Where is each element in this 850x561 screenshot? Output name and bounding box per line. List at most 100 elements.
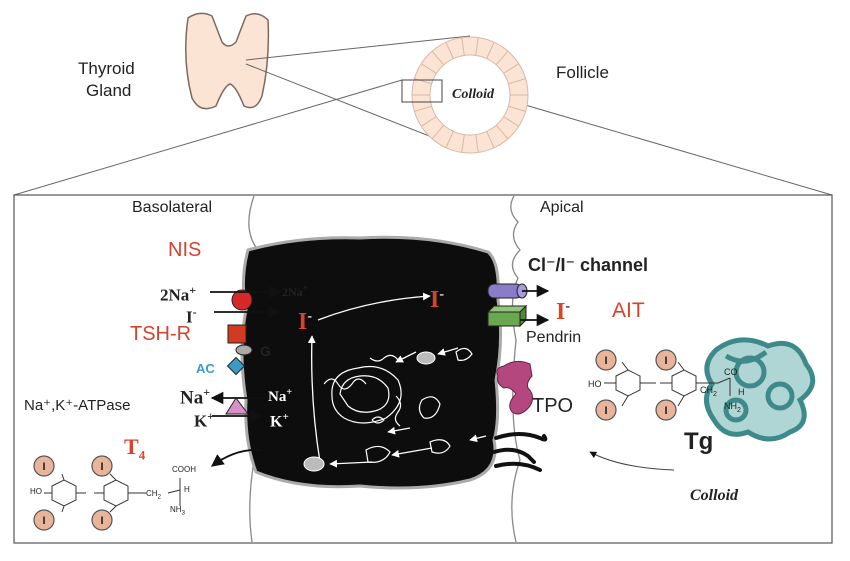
iodide-out-text: I <box>556 299 566 325</box>
k-right-charge: + <box>282 411 289 423</box>
iodine-atom-circle <box>595 399 617 421</box>
thyrocyte-cell <box>240 235 503 490</box>
k-left-text: K <box>194 411 208 431</box>
pendrin-transporter <box>486 304 528 328</box>
tg-co-label: CO <box>724 367 738 377</box>
na-in-charge: + <box>189 283 197 297</box>
apical-label: Apical <box>540 199 584 216</box>
follicle-label: Follicle <box>556 63 609 82</box>
vesicle-arrow-4 <box>395 351 417 363</box>
cl-i-channel <box>487 283 528 299</box>
zoom-box <box>401 79 443 103</box>
follicle-cell-divider <box>486 42 495 59</box>
nis-symporter <box>231 289 253 311</box>
follicle-cell-divider <box>445 131 454 148</box>
follicle-cell-divider <box>414 105 432 112</box>
t4-ch2-text: CH <box>146 489 158 498</box>
iodide-apical-charge: - <box>439 287 445 302</box>
secretory-vesicle-1 <box>416 351 436 365</box>
iodine-atom-label: I <box>604 405 607 417</box>
vesicle-arrow-1 <box>329 459 373 468</box>
iodide-out-label: I- <box>556 299 570 325</box>
basolateral-label: Basolateral <box>132 199 213 216</box>
na-right-text: Na <box>268 389 287 405</box>
vesicle-return-arrow <box>307 335 321 463</box>
follicle-cell-divider <box>475 37 479 56</box>
na-in-label: 2Na+ <box>160 284 196 304</box>
channel-label: Cl⁻/I⁻ channel <box>528 255 649 275</box>
follicle-cell-divider <box>475 134 479 153</box>
na-out-text: 2Na <box>282 285 303 299</box>
iodine-atom-circle <box>595 349 617 371</box>
iodide-in-text: I <box>186 307 193 327</box>
iodine-atom-label: I <box>604 355 607 367</box>
iodine-atom-circle <box>655 349 677 371</box>
follicle-cell-divider <box>431 50 445 66</box>
thyroid-label-line2: Gland <box>86 81 132 100</box>
t4-h-label: H <box>184 485 190 494</box>
atpase-label: Na⁺,K⁺-ATPase <box>24 397 131 414</box>
tg-h-label: H <box>738 387 745 397</box>
iodide-cell-label: I- <box>298 309 313 335</box>
t4-label: T4 <box>124 434 146 463</box>
t4-release-arrow <box>210 448 263 467</box>
tg-label: Tg <box>684 428 714 455</box>
follicle-cell-divider <box>503 116 520 127</box>
iodine-atom-label: I <box>664 355 667 367</box>
follicle-cell-divider <box>508 78 526 85</box>
tg-ch2-label: CH2 <box>700 385 717 398</box>
follicle-cell-divider <box>461 134 465 153</box>
thyroglobulin-molecule <box>704 337 816 442</box>
iodine-atom-label: I <box>100 461 103 473</box>
na-right-label: Na+ <box>268 388 292 405</box>
vesicle-arrow-3 <box>387 426 411 435</box>
iodine-atom-circle <box>33 509 55 531</box>
vesicle-arrow-6 <box>469 434 487 443</box>
t4-text: T <box>124 434 139 459</box>
follicle-cell-divider <box>508 105 526 112</box>
k-right-label: K+ <box>270 412 289 430</box>
follicle-cell-divider <box>495 50 509 66</box>
follicle-cell-divider <box>420 116 437 127</box>
na-out-charge: + <box>302 283 308 293</box>
follicle-cell-divider <box>486 131 495 148</box>
nis-label: NIS <box>168 239 202 261</box>
k-left-label: K+ <box>194 410 214 430</box>
t4-subscript: 4 <box>138 447 146 463</box>
tg-ho-label: HO <box>588 379 602 389</box>
tg-uptake-arrow <box>589 451 675 471</box>
iodide-in-label: I- <box>186 306 197 326</box>
secretory-vesicle-2 <box>303 456 325 472</box>
atpase-pump <box>225 397 249 415</box>
iodide-cell-text: I <box>298 309 308 335</box>
iodine-atom-label: I <box>100 515 103 527</box>
k-left-charge: + <box>207 409 215 423</box>
iodine-atom-circle <box>655 399 677 421</box>
golgi-apparatus <box>323 354 402 427</box>
ait-label: AIT <box>612 299 645 322</box>
na-out-label: 2Na+ <box>282 283 308 299</box>
tg-nh2-label: NH2 <box>724 401 741 414</box>
t4-nh3-label: NH3 <box>170 505 185 517</box>
na-left-text: Na <box>180 387 204 409</box>
follicle-cell-divider <box>495 124 509 140</box>
g-label: G <box>260 343 271 359</box>
iodine-atom-label: I <box>664 405 667 417</box>
na-left-charge: + <box>203 385 211 399</box>
na-in-text: 2Na <box>160 285 190 305</box>
follicle-cell-divider <box>461 37 465 56</box>
tg-ch2-text: CH <box>700 385 713 395</box>
follicle-cell-divider <box>445 42 454 59</box>
t4-ch2-label: CH2 <box>146 489 161 501</box>
vesicle-arrow-2 <box>391 447 433 458</box>
tshr-receptor <box>227 324 247 344</box>
iodine-atom-circle <box>91 509 113 531</box>
t4-nh3-text: NH <box>170 505 182 514</box>
follicle-cell-divider <box>503 63 520 74</box>
iodide-apical-label: I- <box>430 287 445 313</box>
iodide-in-charge: - <box>192 305 197 319</box>
iodide-cell-charge: - <box>307 309 313 324</box>
tg-structure <box>604 361 731 407</box>
iodine-atom-circle <box>33 455 55 477</box>
